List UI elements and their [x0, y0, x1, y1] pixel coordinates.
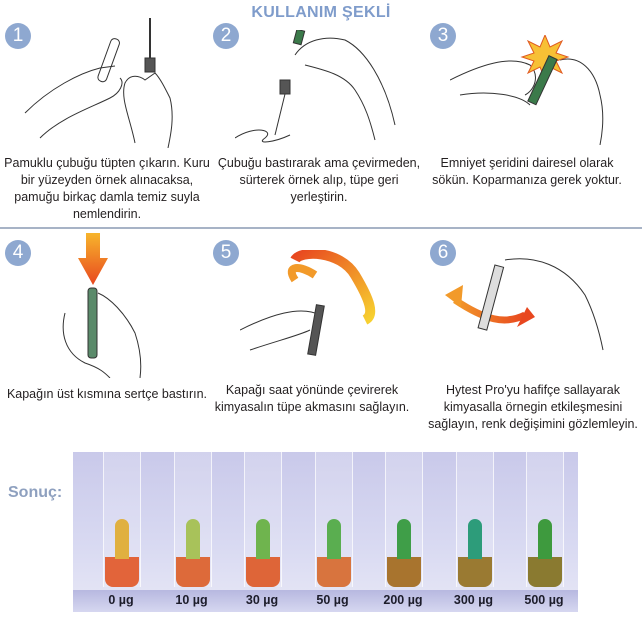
sample-swab [256, 519, 270, 559]
concentration-label: 30 µg [245, 593, 279, 607]
sample-swab [397, 519, 411, 559]
test-tube [173, 452, 212, 587]
result-label: Sonuç: [8, 484, 63, 501]
step-3-illustration [450, 35, 604, 145]
step-number-5: 5 [213, 240, 239, 266]
divider [0, 227, 642, 229]
step-number-2: 2 [213, 23, 239, 49]
concentration-label: 300 µg [453, 593, 494, 607]
tube-liquid [175, 557, 210, 587]
tube-liquid [387, 557, 421, 587]
step-5-illustration [240, 250, 376, 356]
step-6-illustration [445, 258, 604, 351]
sample-swab [115, 519, 129, 559]
step-1-illustration [24, 18, 173, 148]
step-4-illustration [62, 233, 142, 378]
step-number-4: 4 [5, 240, 31, 266]
step-2-illustration [235, 30, 396, 143]
result-photo: 0 µg 10 µg 30 µg 50 µg 200 µg 300 µg 500 µg [73, 452, 578, 612]
sample-swab [538, 519, 552, 559]
step-2-caption: Çubuğu bastırarak ama çevirmeden, sürter… [217, 156, 421, 204]
concentration-label: 10 µg [175, 593, 208, 607]
step-6-caption: Hytest Pro'yu hafifçe sallayarak kimyasa… [428, 383, 638, 431]
step-5-caption: Kapağı saat yönünde çevirerek kimyasalın… [214, 383, 410, 414]
concentration-label: 50 µg [316, 593, 349, 607]
tube-liquid [528, 557, 562, 587]
concentration-label: 200 µg [383, 593, 423, 607]
step-number-6: 6 [430, 240, 456, 266]
test-tube [455, 452, 494, 587]
step-number-3: 3 [430, 23, 456, 49]
step-4-caption: Kapağın üst kısmına sertçe bastırın. [6, 387, 208, 401]
test-tube [314, 452, 353, 587]
test-tube [526, 452, 564, 587]
tube-liquid [457, 557, 492, 587]
step-number-1: 1 [5, 23, 31, 49]
concentration-labels: 0 µg 10 µg 30 µg 50 µg 200 µg 300 µg 500 µg [73, 590, 578, 612]
sample-swab [185, 519, 200, 559]
tube-liquid [105, 557, 139, 587]
page-title: KULLANIM ŞEKLİ [251, 4, 391, 21]
step-3-caption: Emniyet şeridini dairesel olarak sökün. … [432, 156, 622, 187]
test-tube [385, 452, 423, 587]
sample-swab [467, 519, 482, 559]
tube-liquid [316, 557, 351, 587]
test-tube [244, 452, 282, 587]
concentration-label: 500 µg [524, 593, 564, 607]
concentration-label: 0 µg [108, 593, 134, 607]
sample-swab [326, 519, 341, 559]
test-tube [103, 452, 141, 587]
step-1-caption: Pamuklu çubuğu tüpten çıkarın. Kuru bir … [4, 156, 210, 221]
tube-liquid [246, 557, 280, 587]
